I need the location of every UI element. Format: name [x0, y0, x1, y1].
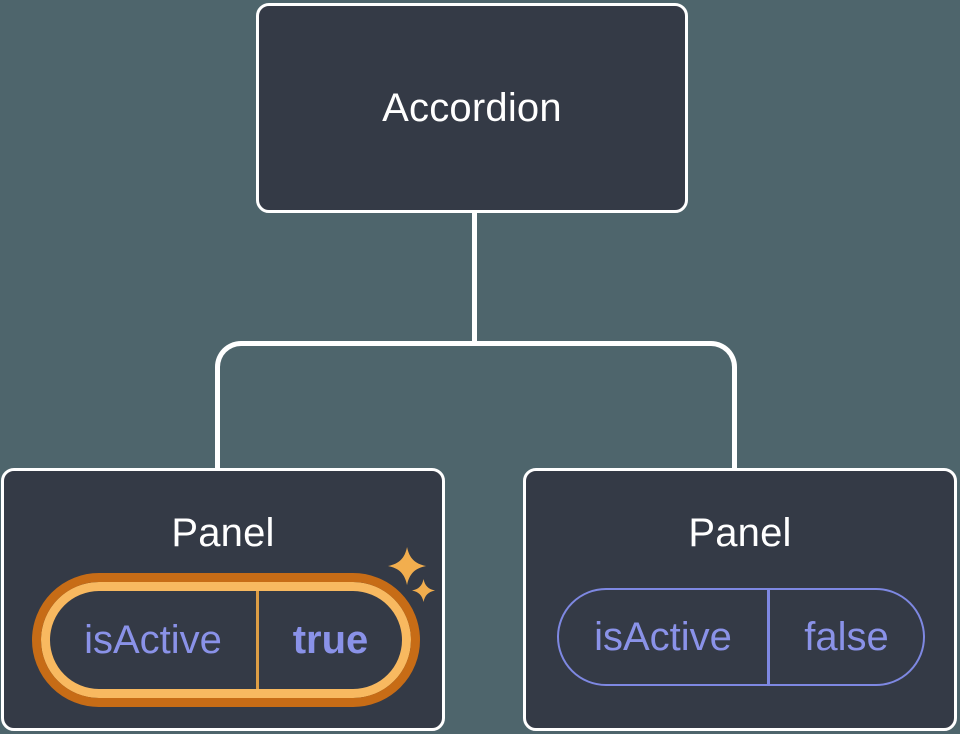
node-accordion: Accordion — [256, 3, 688, 213]
prop-name-label: isActive — [594, 614, 732, 659]
pill-divider — [767, 590, 770, 684]
node-panel-active-label: Panel — [171, 511, 275, 555]
node-panel-active: Panel isActive true — [1, 468, 445, 731]
connector-root-stem — [472, 211, 477, 343]
prop-pill-active: isActive true — [32, 573, 420, 707]
prop-pill-inactive: isActive false — [557, 588, 925, 686]
prop-pill-inactive-row: isActive false — [559, 590, 923, 684]
node-accordion-label: Accordion — [382, 85, 562, 130]
connector-branch-elbow — [215, 341, 737, 470]
sparkle-icon — [388, 547, 436, 603]
prop-name-label: isActive — [84, 617, 222, 662]
pill-divider — [256, 591, 259, 689]
prop-value-label: true — [292, 617, 369, 662]
prop-pill-active-row: isActive true — [50, 591, 402, 689]
node-panel-inactive: Panel isActive false — [523, 468, 957, 731]
node-panel-inactive-label: Panel — [688, 511, 792, 555]
prop-value-label: false — [804, 614, 889, 659]
